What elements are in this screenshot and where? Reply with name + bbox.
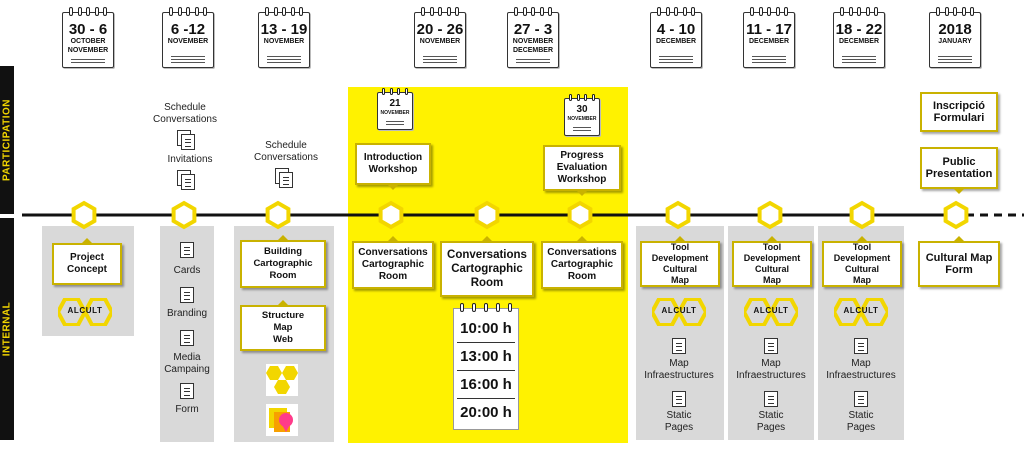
calendar-days: 6 -12 (170, 21, 206, 38)
timeline-node-4 (378, 200, 404, 230)
map-infraestructures-label-3: Map Infraestructures (826, 358, 896, 381)
static-pages-label-1: Static Pages (664, 410, 694, 433)
form-label: Form (175, 404, 199, 415)
calendar-days: 27 - 3 (513, 21, 553, 38)
building-cartographic-room-box: Building Cartographic Room (240, 235, 326, 288)
alcult-logo-1: ALCULT (55, 297, 115, 327)
timeline-node-9 (849, 200, 875, 230)
inscripcio-formulari-box: Inscripció Formulari (920, 92, 998, 132)
tool-development-box-1: Tool Development Cultural Map (640, 236, 720, 287)
progress-evaluation-workshop-box: Progress Evaluation Workshop (543, 145, 621, 196)
map-infra-icon-2 (764, 338, 778, 354)
map-infra-icon-1 (672, 338, 686, 354)
calendar-month: JANUARY (938, 38, 972, 45)
project-concept-box: Project Concept (52, 238, 122, 285)
timeline-node-1 (71, 200, 97, 230)
media-campaing-label: Media Campaing (164, 352, 210, 375)
timeline-node-3 (265, 200, 291, 230)
media-icon (180, 330, 194, 346)
introduction-workshop-box: Introduction Workshop (355, 143, 431, 190)
map-infra-icon-3 (854, 338, 868, 354)
time-slot-3: 16:00 h (460, 376, 512, 393)
static-pages-icon-1 (672, 391, 686, 407)
time-slot-2: 13:00 h (460, 348, 512, 365)
timeline-node-7 (665, 200, 691, 230)
branding-label: Branding (166, 308, 208, 319)
alcult-logo-3: ALCULT (741, 297, 801, 327)
calendar-month: NOVEMBER (67, 47, 109, 54)
calendar-days: 18 - 22 (835, 21, 883, 38)
calendar-month: NOVEMBER (263, 38, 305, 45)
map-infraestructures-label-1: Map Infraestructures (644, 358, 714, 381)
calendar-days: 11 - 17 (746, 21, 792, 38)
timeline (22, 200, 1024, 230)
calendar-month: NOVEMBER (512, 38, 554, 45)
schedule-doc-icon (177, 130, 197, 150)
timeline-node-6 (567, 200, 593, 230)
schedule-doc-icon-2 (275, 168, 295, 188)
participation-band (0, 66, 14, 214)
calendar-days: 20 - 26 (416, 21, 464, 38)
branding-icon (180, 287, 194, 303)
structure-map-web-box: Structure Map Web (240, 300, 326, 351)
schedule-conversations-2: Schedule Conversations (254, 140, 318, 163)
internal-band (0, 218, 14, 440)
timeline-node-2 (171, 200, 197, 230)
static-pages-icon-3 (854, 391, 868, 407)
calendar-small-30: 30 NOVEMBER (564, 94, 600, 136)
static-pages-label-2: Static Pages (756, 410, 786, 433)
time-slot-1: 10:00 h (460, 320, 512, 337)
conversations-box-1: Conversations Cartographic Room (352, 236, 434, 289)
calendar-days: 2018 (938, 21, 972, 38)
schedule-conversations-1: Schedule Conversations (153, 102, 217, 125)
map-pin-icon (266, 404, 298, 436)
tool-development-box-2: Tool Development Cultural Map (732, 236, 812, 287)
form-icon (180, 383, 194, 399)
calendar-month: NOVEMBER (167, 38, 209, 45)
calendar-days: 30 - 6 (68, 21, 108, 38)
invitations-doc-icon (177, 170, 197, 190)
calendar-month: DECEMBER (748, 38, 790, 45)
invitations-label: Invitations (167, 154, 213, 165)
hexagon-pattern-icon (266, 364, 298, 396)
static-pages-label-3: Static Pages (846, 410, 876, 433)
calendar-month: DECEMBER (655, 38, 697, 45)
static-pages-icon-2 (764, 391, 778, 407)
conversations-box-2: Conversations Cartographic Room (440, 236, 534, 297)
timeline-node-5 (474, 200, 500, 230)
internal-label: INTERNAL (1, 301, 13, 357)
calendar-month: NOVEMBER (419, 38, 461, 45)
timeline-node-8 (757, 200, 783, 230)
time-slot-4: 20:00 h (460, 404, 512, 421)
calendar-month: DECEMBER (512, 47, 554, 54)
alcult-logo-2: ALCULT (649, 297, 709, 327)
calendar-days: 13 - 19 (260, 21, 308, 38)
schedule-times: 10:00 h 13:00 h 16:00 h 20:00 h (453, 303, 519, 430)
alcult-logo-4: ALCULT (831, 297, 891, 327)
calendar-days: 4 - 10 (656, 21, 696, 38)
cards-label: Cards (173, 265, 201, 276)
participation-label: PARTICIPATION (1, 98, 13, 182)
calendar-month: DECEMBER (838, 38, 880, 45)
map-infraestructures-label-2: Map Infraestructures (736, 358, 806, 381)
conversations-box-3: Conversations Cartographic Room (541, 236, 623, 289)
public-presentation-box: Public Presentation (920, 147, 998, 194)
calendar-month: OCTOBER (70, 38, 106, 45)
tool-development-box-3: Tool Development Cultural Map (822, 236, 902, 287)
cultural-map-form-box: Cultural Map Form (918, 236, 1000, 287)
cards-icon (180, 242, 194, 258)
timeline-node-10 (943, 200, 969, 230)
calendar-small-21: 21 NOVEMBER (377, 88, 413, 130)
